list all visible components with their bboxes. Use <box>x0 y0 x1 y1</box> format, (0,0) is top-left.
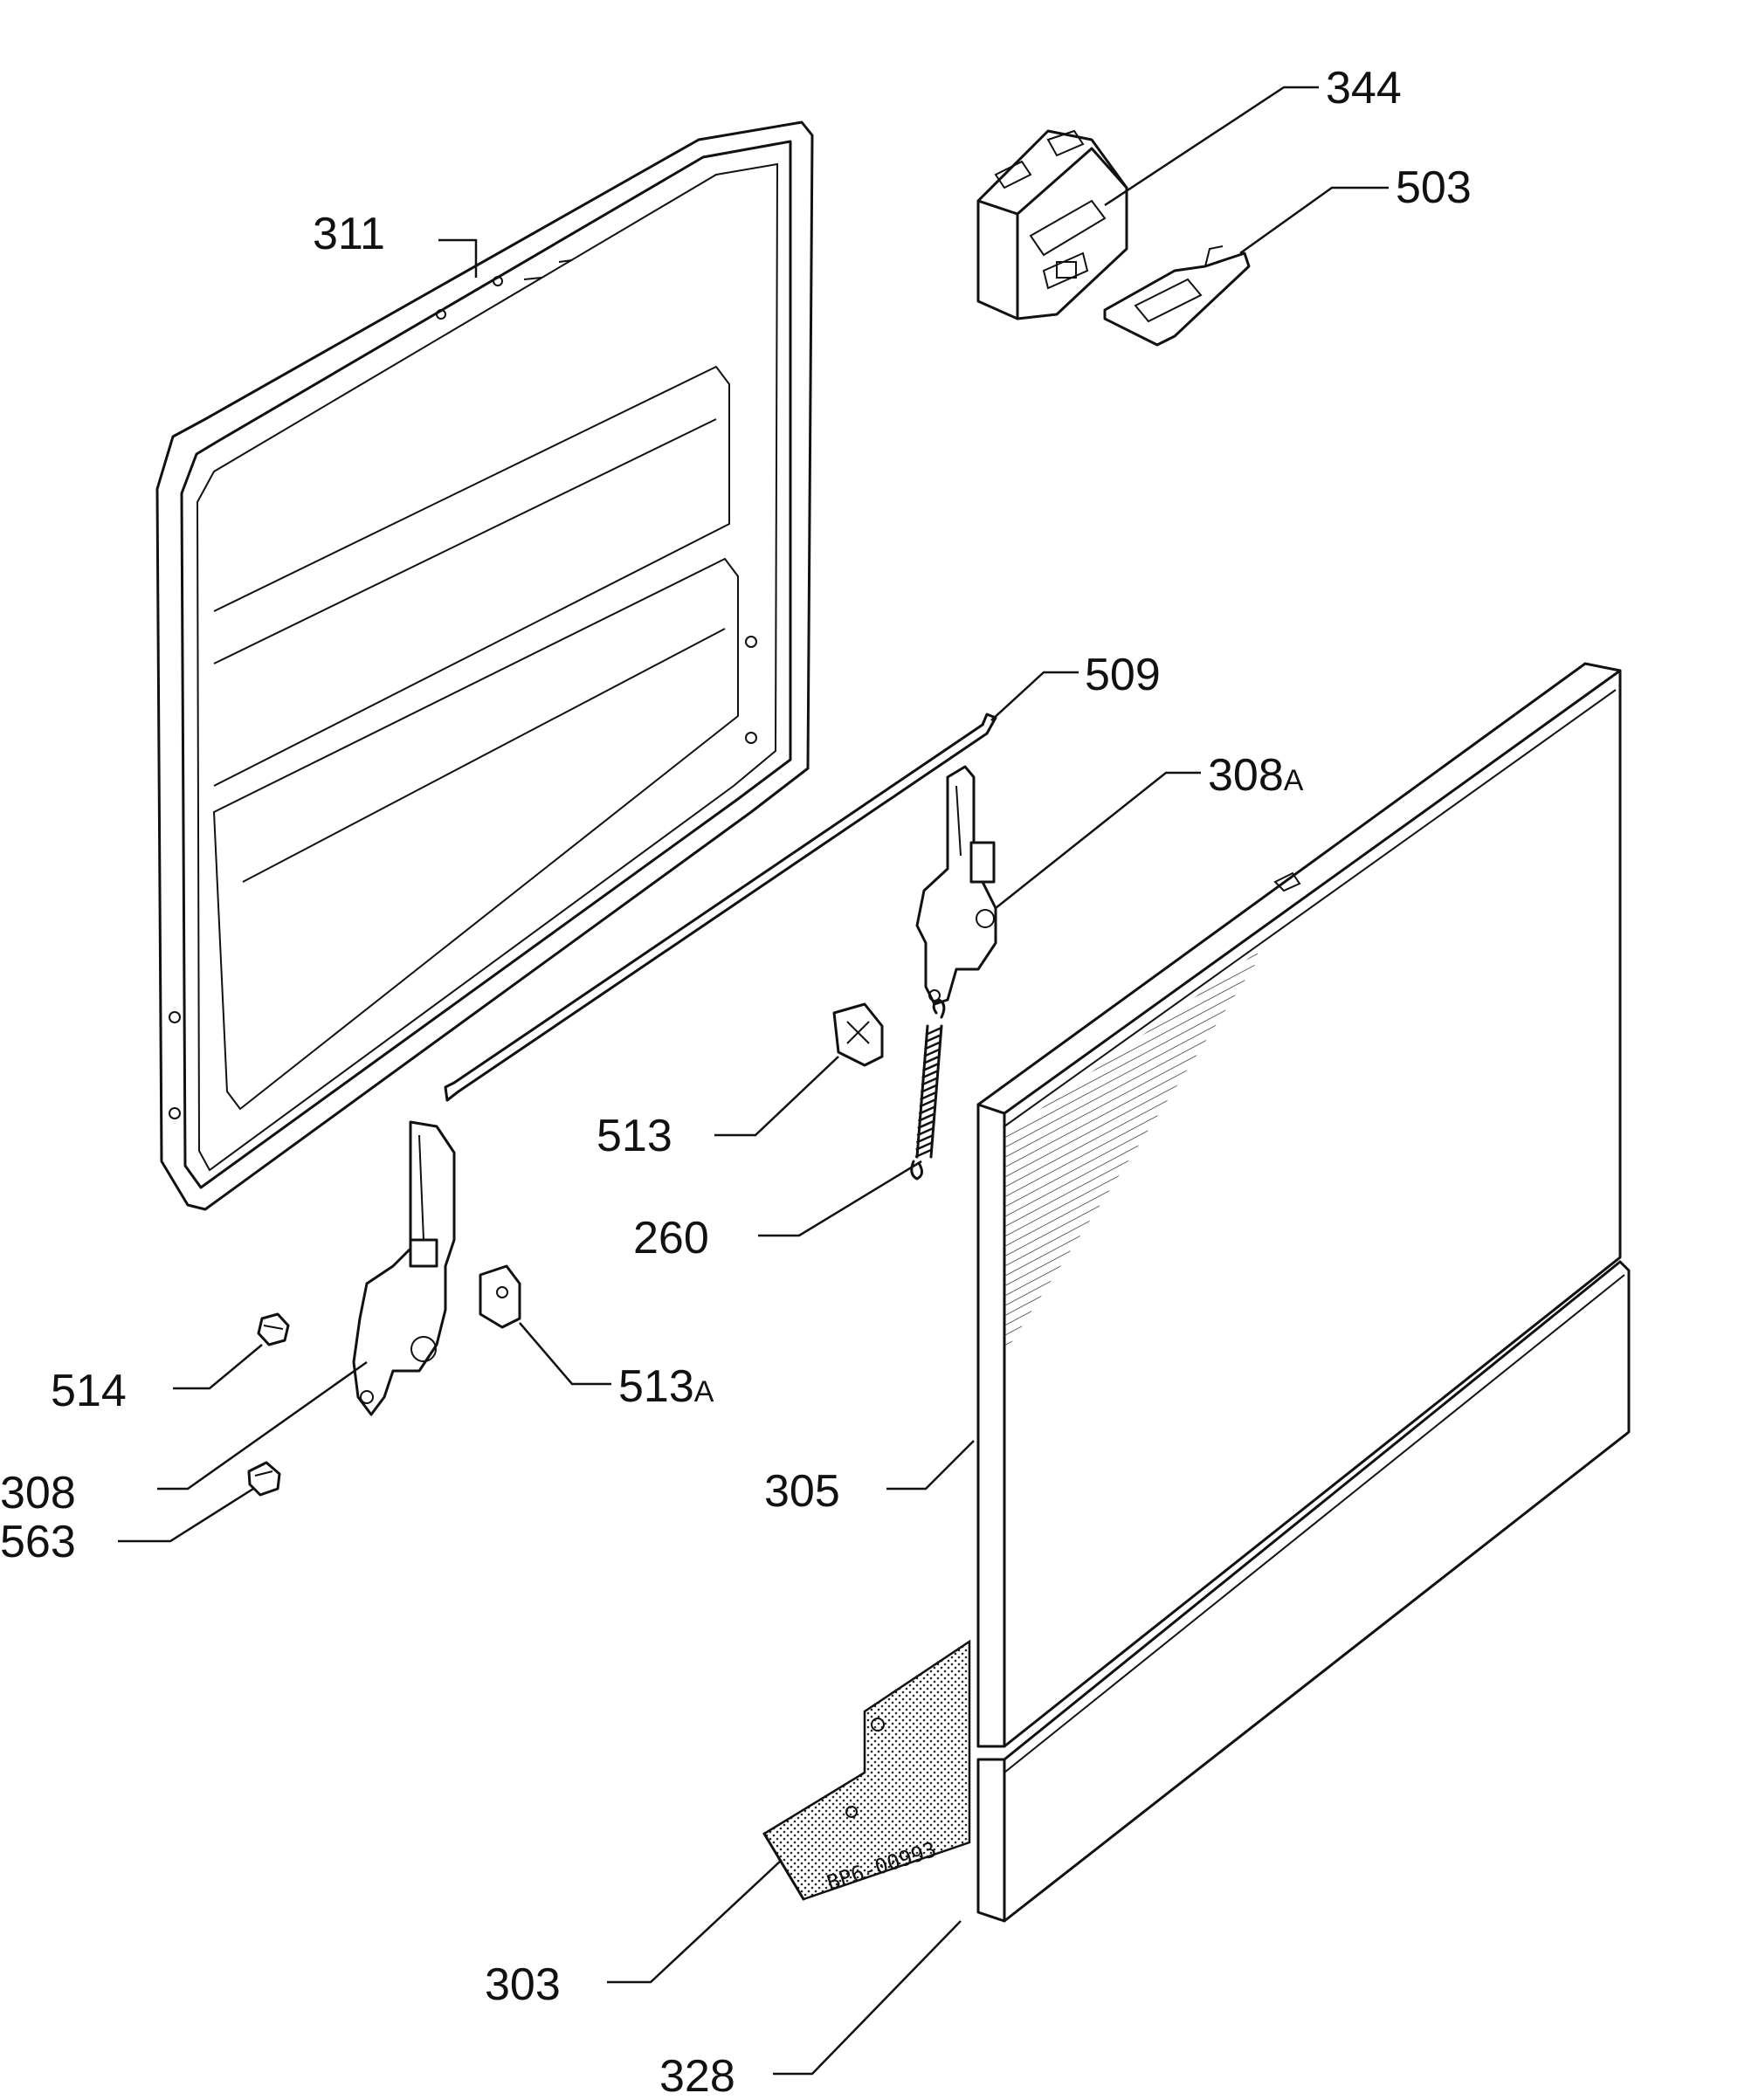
label-503: 503 <box>1396 162 1472 213</box>
label-260: 260 <box>633 1213 709 1263</box>
lock-catch-503 <box>1103 245 1251 347</box>
spring-coil <box>925 1026 942 1036</box>
label-344: 344 <box>1326 63 1402 114</box>
spring-coil <box>922 1055 940 1065</box>
hinge-right-308a <box>915 765 997 1006</box>
outer-door-panel-305 <box>976 662 1622 1748</box>
label-509: 509 <box>1085 650 1161 700</box>
door-lock-344 <box>976 129 1128 320</box>
label-328: 328 <box>659 2051 735 2096</box>
spring-coil <box>924 1041 941 1050</box>
label-513a: 513A <box>618 1361 714 1412</box>
label-513: 513 <box>597 1111 672 1161</box>
label-308: 308 <box>0 1468 76 1518</box>
bracket-513a <box>479 1264 521 1329</box>
label-308a: 308A <box>1208 750 1304 801</box>
bracket-513 <box>832 1002 884 1067</box>
screw-563 <box>247 1461 281 1497</box>
label-311: 311 <box>313 209 385 259</box>
spring-coil <box>923 1048 941 1057</box>
inner-door-frame-311 <box>155 120 814 1211</box>
hinge-left-308 <box>352 1120 456 1416</box>
label-303: 303 <box>485 1959 561 2010</box>
connecting-rod-509 <box>444 713 997 1102</box>
label-514: 514 <box>51 1366 127 1416</box>
spring-260 <box>910 998 946 1181</box>
insulation-panel-303 <box>762 1639 971 1901</box>
spring-coil <box>924 1034 941 1043</box>
kick-strip-328 <box>976 1260 1631 1923</box>
leader-lines <box>118 86 1389 2076</box>
part-labels: 311 344 503 509 308A 513 260 514 513A 30… <box>0 63 1472 2100</box>
label-563: 563 <box>0 1517 76 1567</box>
label-305: 305 <box>764 1466 840 1517</box>
nut-514 <box>257 1312 290 1346</box>
